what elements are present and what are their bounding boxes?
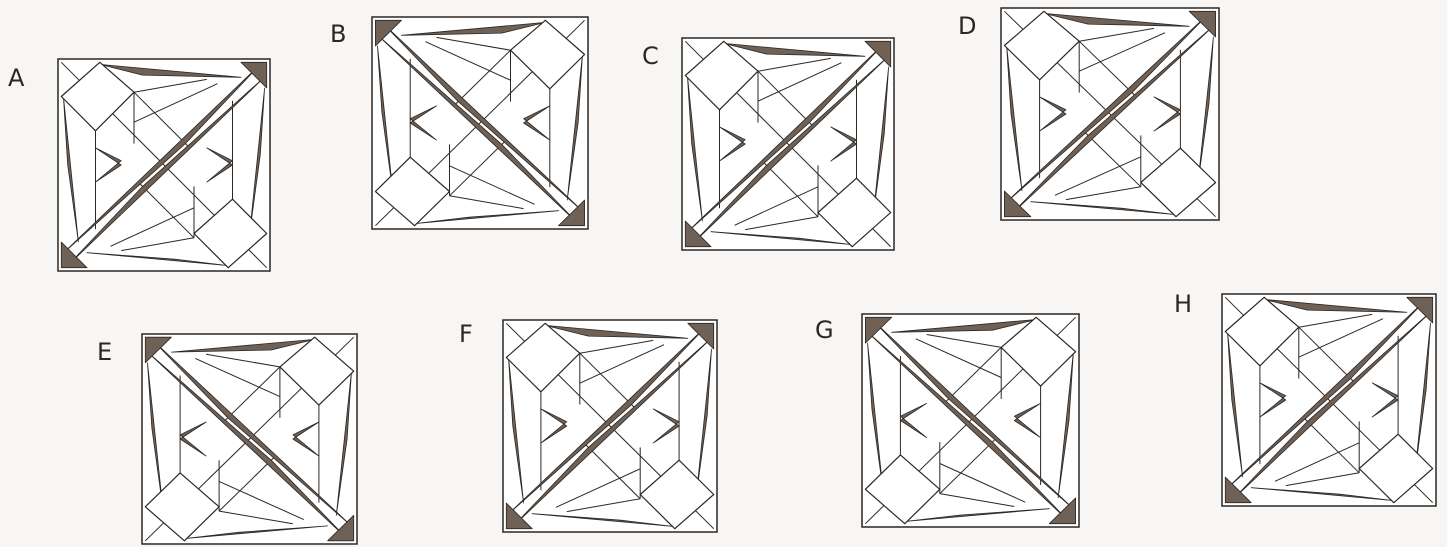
option-c-square[interactable] [681, 37, 895, 251]
option-f-label: F [459, 322, 473, 346]
option-c-label: C [642, 44, 659, 68]
option-g-square[interactable] [861, 313, 1080, 528]
option-e-square[interactable] [141, 333, 358, 545]
option-f-square[interactable] [502, 319, 718, 533]
option-h-square[interactable] [1221, 293, 1437, 507]
option-h-label: H [1174, 292, 1192, 316]
option-b-label: B [330, 22, 346, 46]
option-b-square[interactable] [371, 16, 589, 230]
option-d-label: D [958, 14, 976, 38]
option-a-label: A [8, 66, 24, 90]
option-d-square[interactable] [1000, 7, 1220, 221]
option-e-label: E [97, 340, 112, 364]
option-g-label: G [815, 318, 834, 342]
option-a-square[interactable] [57, 58, 271, 272]
